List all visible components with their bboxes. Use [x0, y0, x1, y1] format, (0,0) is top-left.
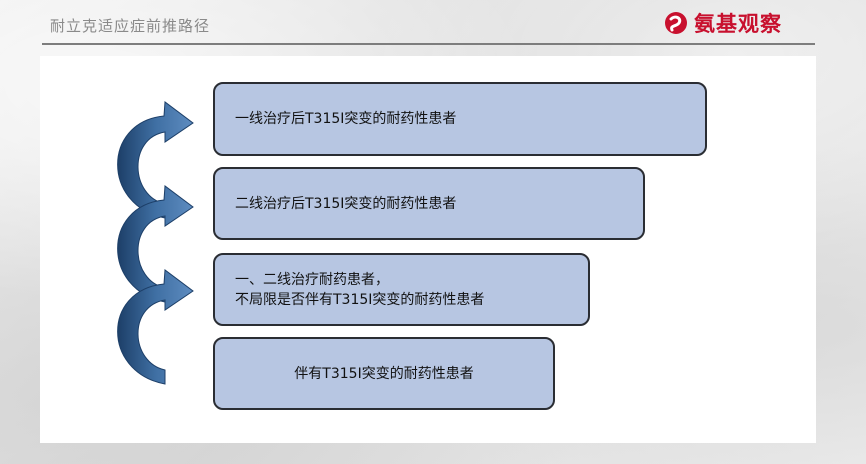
step-box-4: 伴有T315I突变的耐药性患者: [213, 337, 555, 410]
step-3-text-line-1: 一、二线治疗耐药患者，: [235, 271, 389, 288]
step-box-1: 一线治疗后T315I突变的耐药性患者: [213, 82, 707, 156]
step-3-text-line-2: 不局限是否伴有T315I突变的耐药性患者: [235, 291, 485, 308]
curved-up-arrow-icon: [117, 101, 194, 219]
diagram-panel: 一线治疗后T315I突变的耐药性患者 二线治疗后T315I突变的耐药性患者 一、…: [40, 56, 816, 443]
logo-swirl-icon: [665, 12, 687, 34]
step-1-text: 一线治疗后T315I突变的耐药性患者: [235, 111, 457, 127]
logo-text: 氨基观察: [694, 11, 782, 36]
step-box-3: 一、二线治疗耐药患者， 不局限是否伴有T315I突变的耐药性患者: [213, 253, 590, 326]
step-box-2: 二线治疗后T315I突变的耐药性患者: [213, 167, 645, 240]
step-4-text: 伴有T315I突变的耐药性患者: [294, 365, 474, 382]
curved-up-arrow-icon: [117, 269, 194, 385]
brand-logo: 氨基观察: [664, 8, 782, 38]
page-title: 耐立克适应症前推路径: [50, 17, 211, 35]
curved-up-arrow-icon: [117, 185, 194, 303]
arrows-layer: [117, 101, 194, 385]
header-divider: [42, 43, 815, 45]
step-2-text: 二线治疗后T315I突变的耐药性患者: [235, 195, 457, 212]
